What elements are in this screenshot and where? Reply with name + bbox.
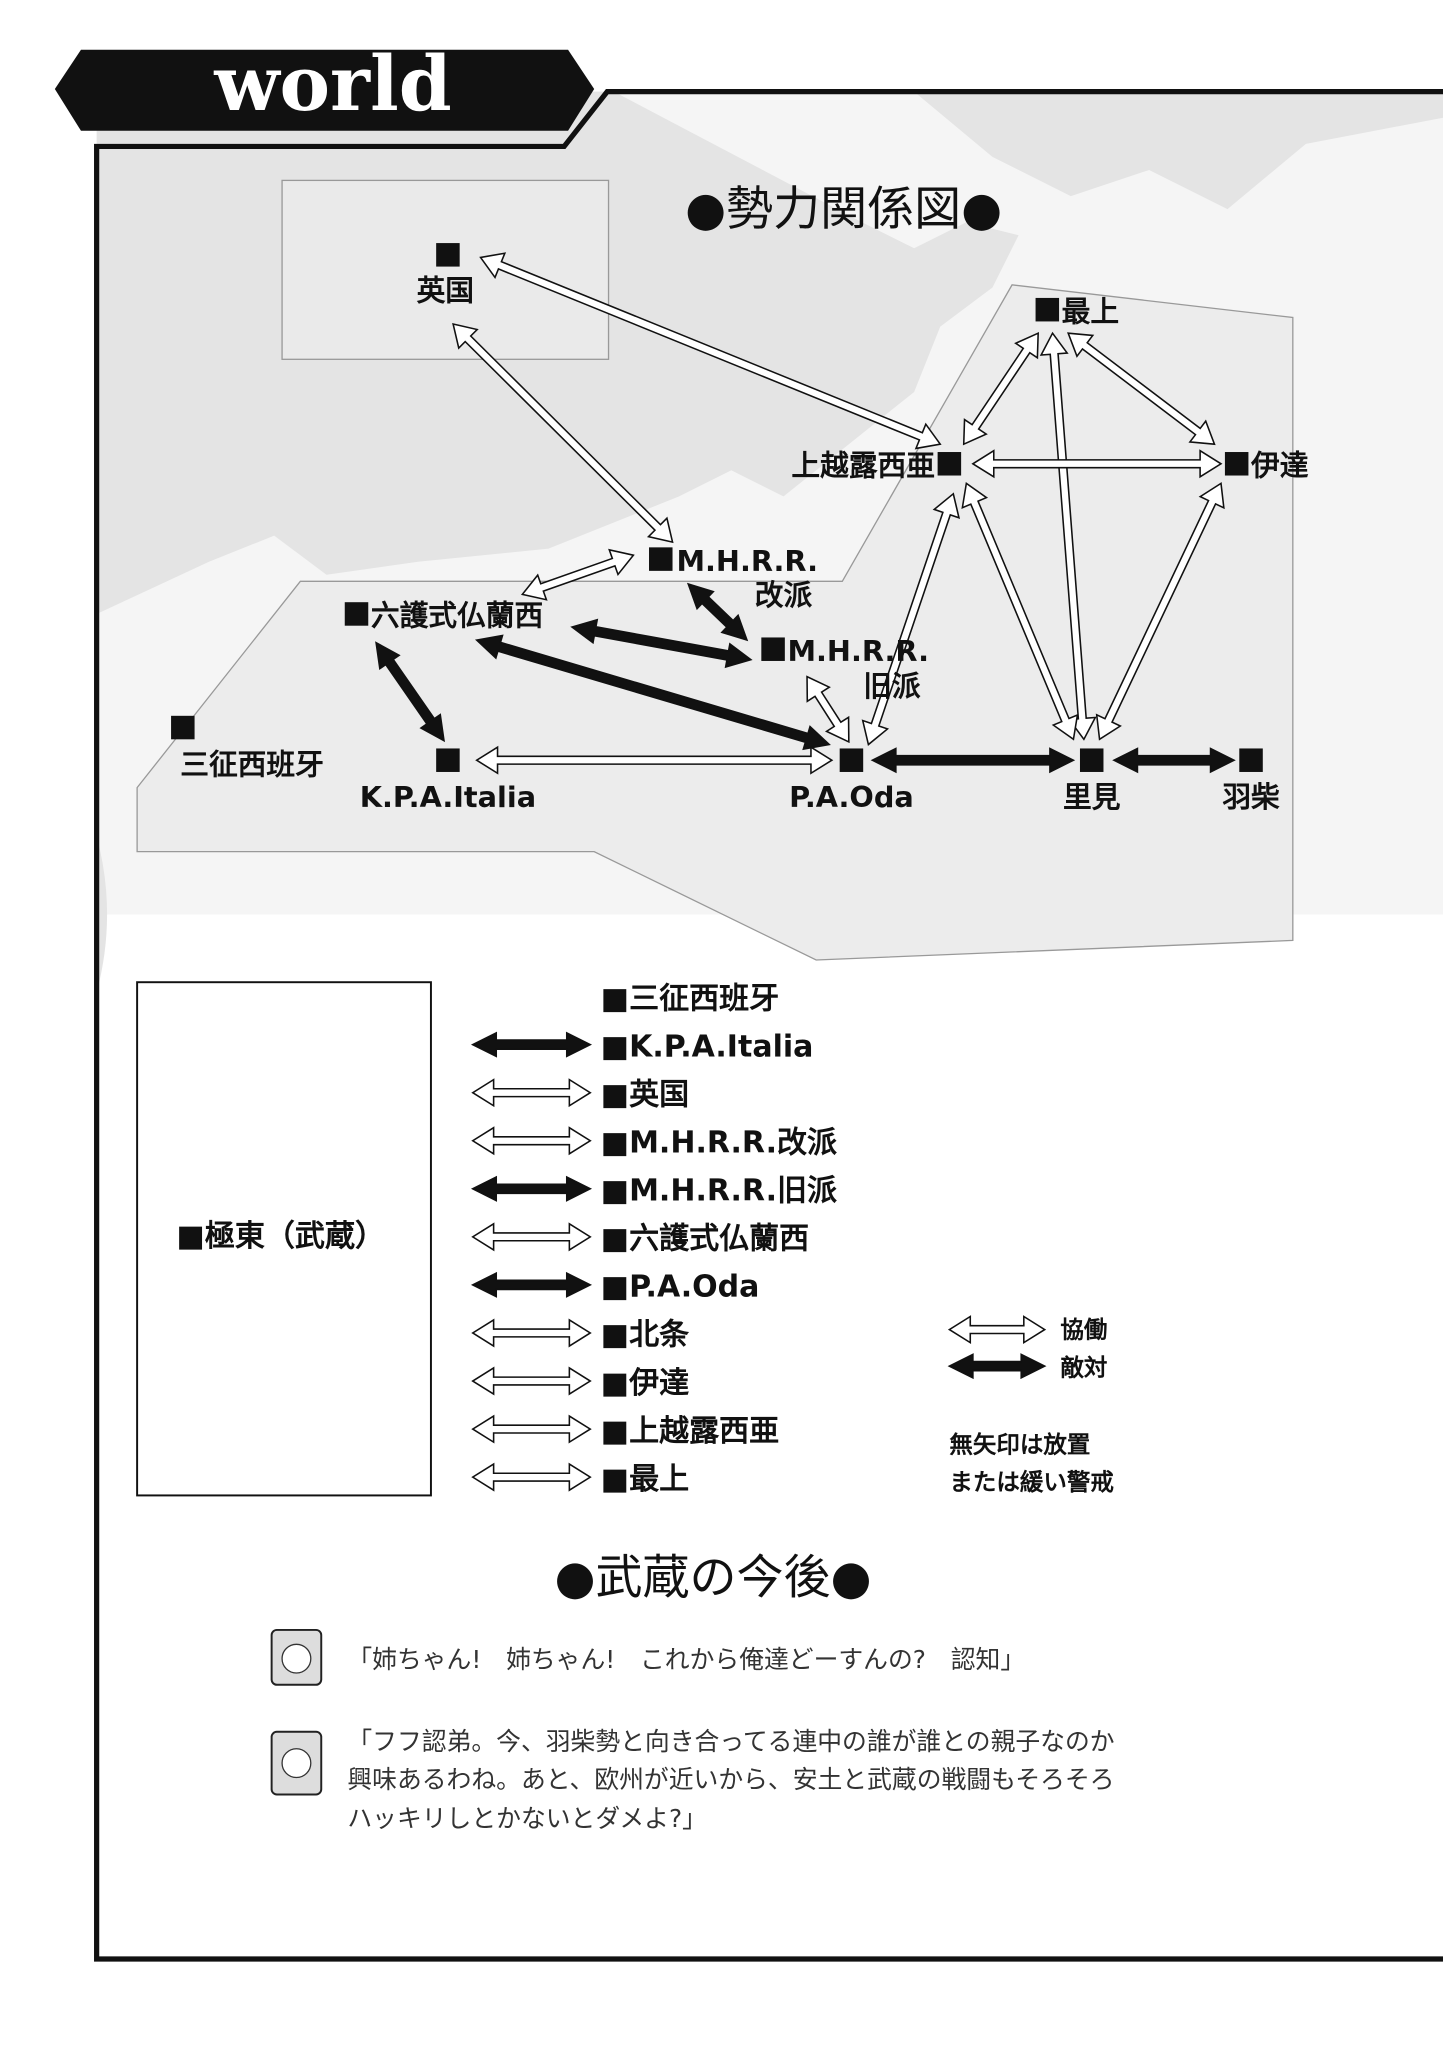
arrow-cooperate-mogami-satomi [1039,331,1097,741]
dialog-2-line-1: 「フフ認弟。今、羽柴勢と向き合ってる連中の誰が誰との親子なのか [347,1727,1114,1756]
legend-note-2: または緩い警戒 [949,1468,1114,1496]
svg-text:旧派: 旧派 [863,669,921,703]
node-satomi: 里見 [1063,748,1121,814]
node-mhrr-kaiha: M.H.R.R.改派 [649,544,818,612]
svg-text:英国: 英国 [417,274,474,308]
key-cooperate-arrow [947,1315,1047,1345]
legend-arrow-cooperate [471,1462,592,1492]
avatar-1 [270,1628,323,1686]
key-enemy-arrow [947,1353,1047,1380]
legend-row-label: ■北条 [601,1318,689,1353]
legend-arrow-enemy [470,1031,593,1058]
legend-row-label: ■上越露西亜 [601,1414,779,1449]
svg-text:M.H.R.R.: M.H.R.R. [676,544,818,578]
key-enemy-label: 敵対 [1060,1353,1107,1381]
arrow-enemy-oda-satomi [870,747,1076,774]
node-kpa: K.P.A.Italia [360,748,536,814]
svg-text:改派: 改派 [755,578,813,612]
legend-arrow-cooperate [471,1126,592,1156]
svg-text:最上: 最上 [1062,294,1119,328]
legend-arrow-cooperate [471,1366,592,1396]
key-cooperate-label: 協働 [1060,1315,1107,1343]
arrow-cooperate-uesugi-date [971,449,1223,479]
future-title: ●武蔵の今後● [554,1550,871,1605]
arrow-cooperate-mogami-date [1067,332,1216,446]
legend-row-label: ■英国 [601,1077,689,1112]
legend-row-label: ■M.H.R.R.旧派 [601,1174,837,1209]
legend-arrow-cooperate [471,1222,592,1252]
node-uesugi: 上越露西亜 [791,449,962,483]
legend-musashi-label: ■極東（武蔵） [177,1219,385,1254]
arrow-cooperate-mhrr_kyuha-oda [806,675,850,744]
arrow-cooperate-mogami-uesugi [962,331,1039,446]
arrow-enemy-rokugo-kpa [375,641,445,743]
dialog-2-line-3: ハッキリしとかないとダメよ?」 [347,1804,707,1833]
arrow-cooperate-kpa-oda [475,745,834,775]
legend-arrow-enemy [470,1175,593,1202]
node-mogami: 最上 [1035,294,1119,328]
legend-row-label: ■K.P.A.Italia [601,1029,814,1064]
dialog-2-line-2: 興味あるわね。あと、欧州が近いから、安土と武蔵の戦闘もそろそろ [347,1765,1114,1794]
legend-row-label: ■六護式仏蘭西 [601,1222,809,1257]
page-title: world [213,39,451,128]
svg-text:M.H.R.R.: M.H.R.R. [787,634,929,668]
arrow-enemy-satomi-hashiba [1112,747,1236,774]
arrow-cooperate-mhrr_kaiha-rokugo [520,548,635,601]
svg-text:伊達: 伊達 [1250,449,1309,483]
legend-row-label: ■M.H.R.R.改派 [601,1125,837,1160]
arrow-cooperate-eikoku-mhrr_kaiha [452,323,674,544]
svg-text:上越露西亜: 上越露西亜 [791,449,935,483]
avatar-2 [270,1730,323,1796]
region-eikoku [281,179,610,360]
legend: ■極東（武蔵） ■三征西班牙 ■K.P.A.Italia ■英国 ■M.H.R.R.改… [136,981,1114,1497]
legend-arrow-enemy [470,1271,593,1298]
svg-text:里見: 里見 [1063,780,1121,814]
node-hashiba: 羽柴 [1222,748,1280,814]
arrow-enemy-mhrr_kaiha-mhrr_kyuha [686,582,749,642]
arrow-cooperate-uesugi-oda [861,492,961,746]
node-oda: P.A.Oda [789,748,914,814]
node-eikoku: 英国 [417,243,474,308]
legend-arrow-cooperate [471,1318,592,1348]
legend-row-label: ■伊達 [601,1366,689,1401]
title-banner: world [54,39,595,131]
legend-musashi-box [136,981,432,1497]
legend-arrow-cooperate [471,1078,592,1108]
svg-text:三征西班牙: 三征西班牙 [180,748,324,782]
node-rokugo: 六護式仏蘭西 [344,599,543,633]
arrow-enemy-rokugo-oda [474,634,831,751]
node-sanseisupein: 三征西班牙 [171,715,324,782]
svg-text:羽柴: 羽柴 [1222,780,1280,814]
page-frame [94,88,1443,1962]
legend-row-label: ■最上 [601,1462,689,1497]
relation-arrows [375,252,1236,775]
arrow-cooperate-eikoku-uesugi [479,252,942,450]
arrow-cooperate-date-satomi [1095,482,1225,741]
dialog-1: 「姉ちゃん! 姉ちゃん! これから俺達どーすんの? 認知」 [347,1645,1025,1674]
nodes: 英国 最上 上越露西亜 伊達 M.H.R.R.改派 六護式仏蘭西 M.H.R.R… [171,243,1309,814]
legend-row-label: ■P.A.Oda [601,1270,760,1305]
svg-text:P.A.Oda: P.A.Oda [789,780,914,814]
legend-row-label: ■三征西班牙 [601,981,779,1016]
node-date: 伊達 [1224,449,1309,483]
node-mhrr-kyuha: M.H.R.R.旧派 [761,634,929,703]
arrow-enemy-rokugo-mhrr_kyuha [570,618,753,669]
legend-note-1: 無矢印は放置 [949,1430,1090,1458]
diagram-title: ●勢力関係図● [685,182,1002,237]
svg-text:K.P.A.Italia: K.P.A.Italia [360,780,536,814]
svg-text:六護式仏蘭西: 六護式仏蘭西 [371,599,543,633]
arrow-cooperate-uesugi-satomi [961,482,1079,741]
legend-arrow-cooperate [471,1414,592,1444]
